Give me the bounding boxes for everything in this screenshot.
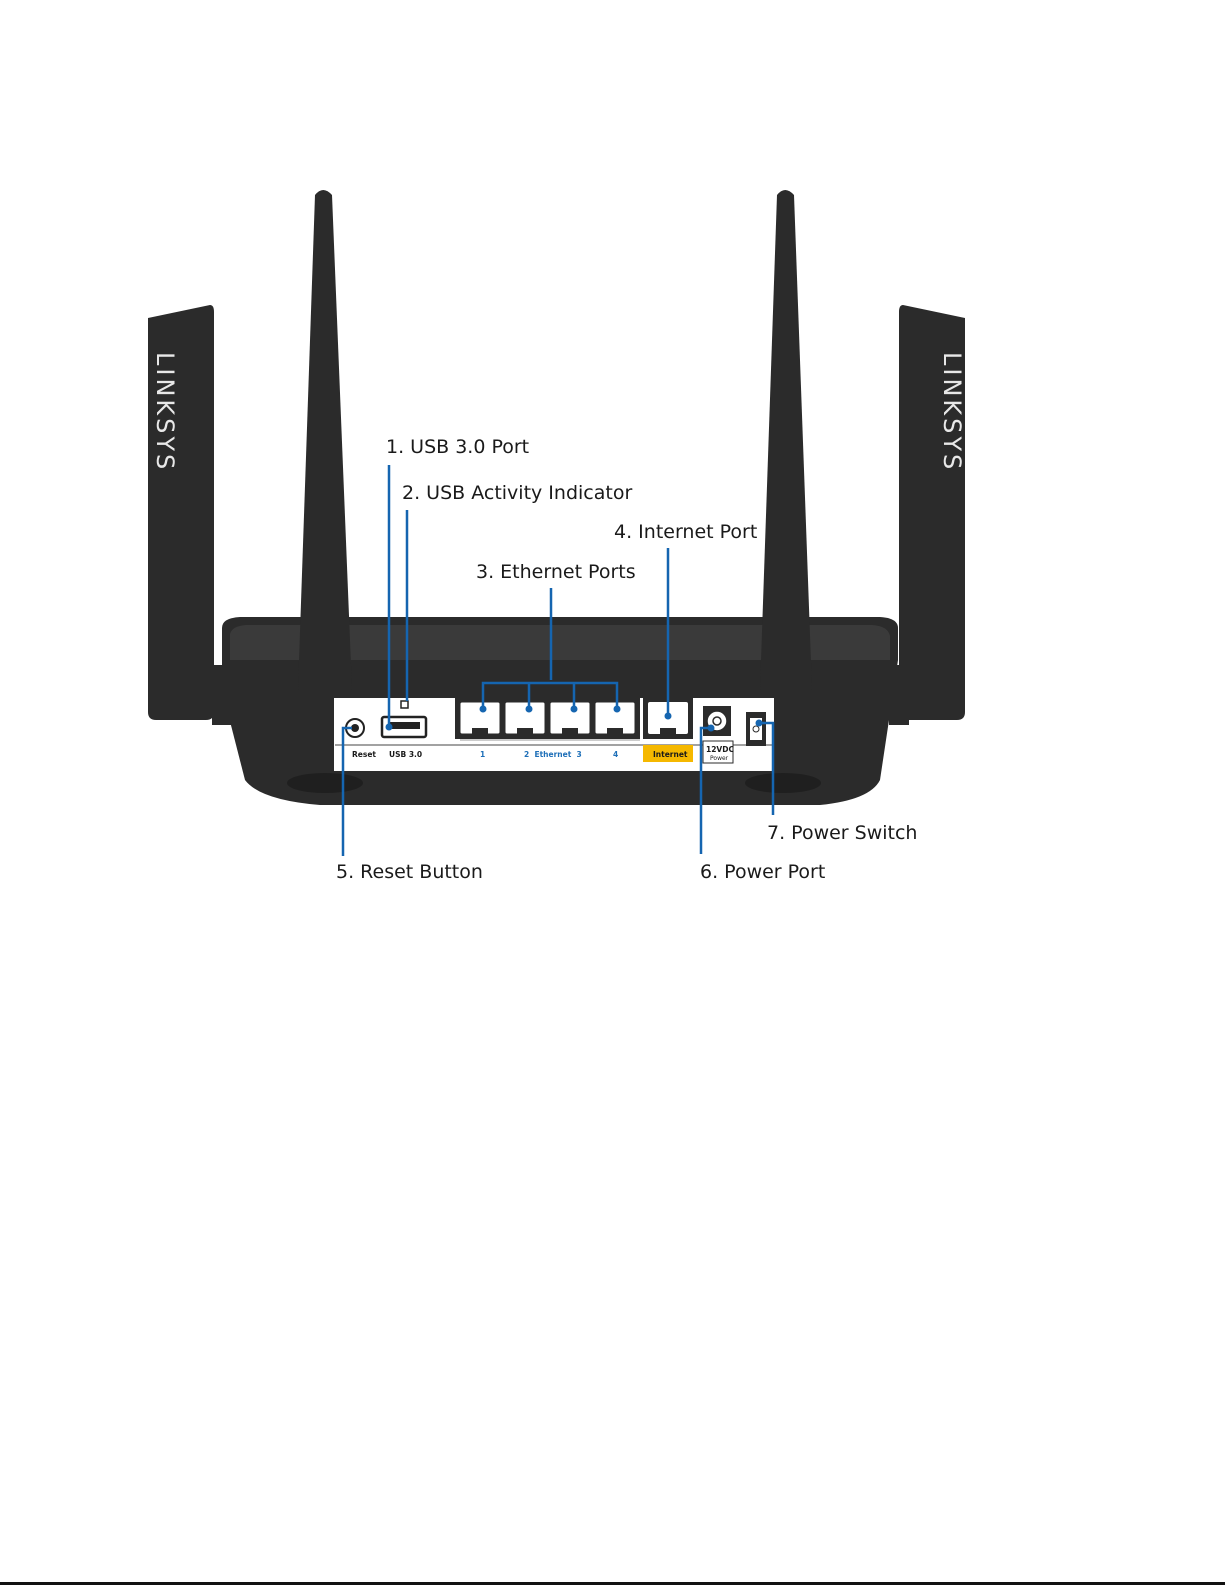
panel-label-power: Power (710, 755, 729, 762)
left-foot (287, 773, 363, 793)
callout-power-port: 6. Power Port (700, 861, 825, 883)
right-foot (745, 773, 821, 793)
brand-logo-left: LINKSYS (151, 352, 179, 472)
usb-activity-indicator (401, 701, 408, 708)
panel-label-dc: 12VDC (706, 745, 734, 754)
left-side-antenna: LINKSYS (148, 305, 214, 720)
callout-power-switch: 7. Power Switch (767, 822, 917, 844)
callout-internet-port: 4. Internet Port (614, 521, 757, 543)
panel-label-eth23: 2 Ethernet 3 (524, 750, 582, 759)
right-side-antenna: LINKSYS (899, 305, 966, 720)
callout-usb-indicator: 2. USB Activity Indicator (402, 482, 632, 504)
callout-usb-port: 1. USB 3.0 Port (386, 436, 529, 458)
brand-logo-right: LINKSYS (938, 352, 966, 472)
callout-ethernet-ports: 3. Ethernet Ports (476, 561, 636, 583)
power-switch (746, 712, 766, 746)
panel-label-eth1: 1 (480, 750, 485, 759)
panel-label-usb: USB 3.0 (389, 750, 422, 759)
panel-label-internet: Internet (653, 750, 688, 759)
callout-reset-button: 5. Reset Button (336, 861, 483, 883)
panel-label-eth4: 4 (613, 750, 618, 759)
panel-label-reset: Reset (352, 750, 376, 759)
left-antenna (298, 190, 352, 690)
right-antenna (760, 190, 812, 690)
